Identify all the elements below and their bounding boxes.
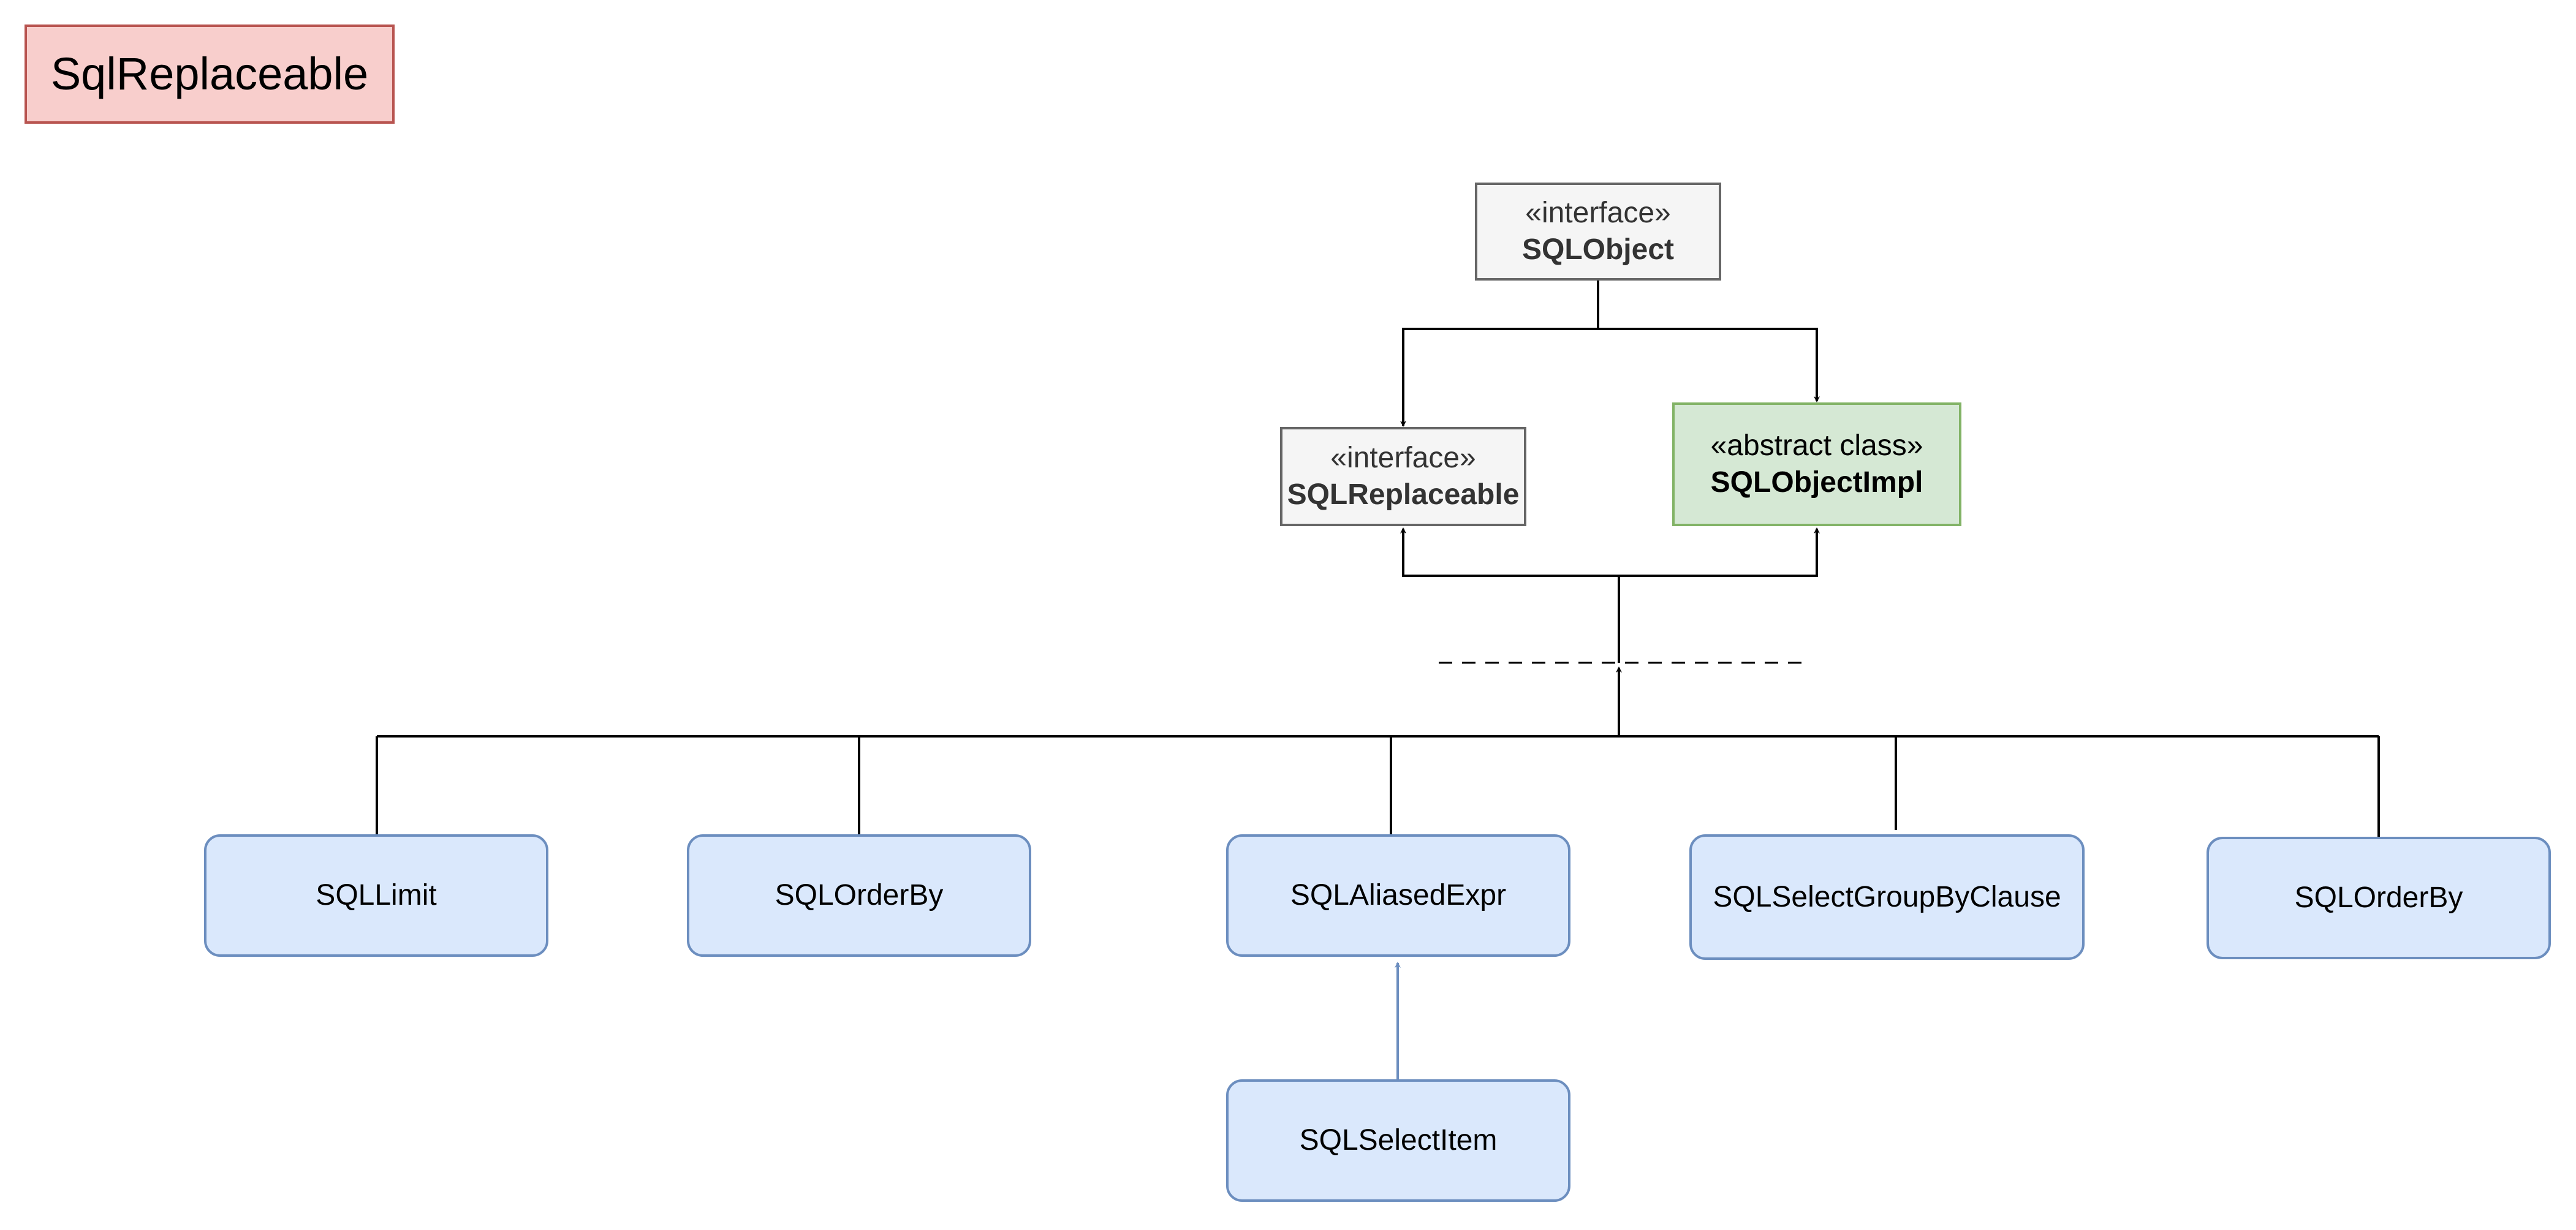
edge-hub-to-sqlobjectimpl <box>1619 527 1820 577</box>
sqlreplaceable-interface-box: «interface» SQLReplaceable <box>1280 427 1526 526</box>
sqlorderby-name: SQLOrderBy <box>775 879 944 911</box>
edge-sqlobject-to-sqlobjectimpl <box>1598 328 1820 402</box>
sqlorderby-second-class-box: SQLOrderBy <box>2207 837 2551 959</box>
diagram-title: SqlReplaceable <box>25 25 395 124</box>
sqlaliasedexpr-class-box: SQLAliasedExpr <box>1226 834 1570 957</box>
sqlaliasedexpr-name: SQLAliasedExpr <box>1290 879 1507 911</box>
sqlobject-interface-box: «interface» SQLObject <box>1475 183 1721 281</box>
sqlselectgroupbyclause-class-box: SQLSelectGroupByClause <box>1689 834 2085 960</box>
sqlobjectimpl-stereotype: «abstract class» <box>1710 429 1923 462</box>
sqlorderby-class-box: SQLOrderBy <box>687 834 1031 957</box>
sqlobject-name: SQLObject <box>1521 233 1675 266</box>
sqlobject-stereotype: «interface» <box>1525 197 1671 229</box>
sqlreplaceable-stereotype: «interface» <box>1330 442 1476 474</box>
sqlobjectimpl-abstract-box: «abstract class» SQLObjectImpl <box>1672 402 1961 526</box>
sqlreplaceable-name: SQLReplaceable <box>1287 478 1520 511</box>
sqlselectitem-class-box: SQLSelectItem <box>1226 1079 1570 1202</box>
edge-sqlobject-to-sqlreplaceable <box>1400 281 1599 427</box>
sqlobjectimpl-name: SQLObjectImpl <box>1710 466 1923 499</box>
sqlselectitem-name: SQLSelectItem <box>1299 1124 1498 1156</box>
sqlorderby-second-name: SQLOrderBy <box>2294 881 2463 914</box>
sqlselectgroupbyclause-name: SQLSelectGroupByClause <box>1713 880 2061 913</box>
edge-hub-to-sqlreplaceable <box>1400 527 1619 577</box>
sqllimit-class-box: SQLLimit <box>204 834 548 957</box>
diagram-title-text: SqlReplaceable <box>50 48 369 99</box>
sqllimit-name: SQLLimit <box>316 879 437 911</box>
